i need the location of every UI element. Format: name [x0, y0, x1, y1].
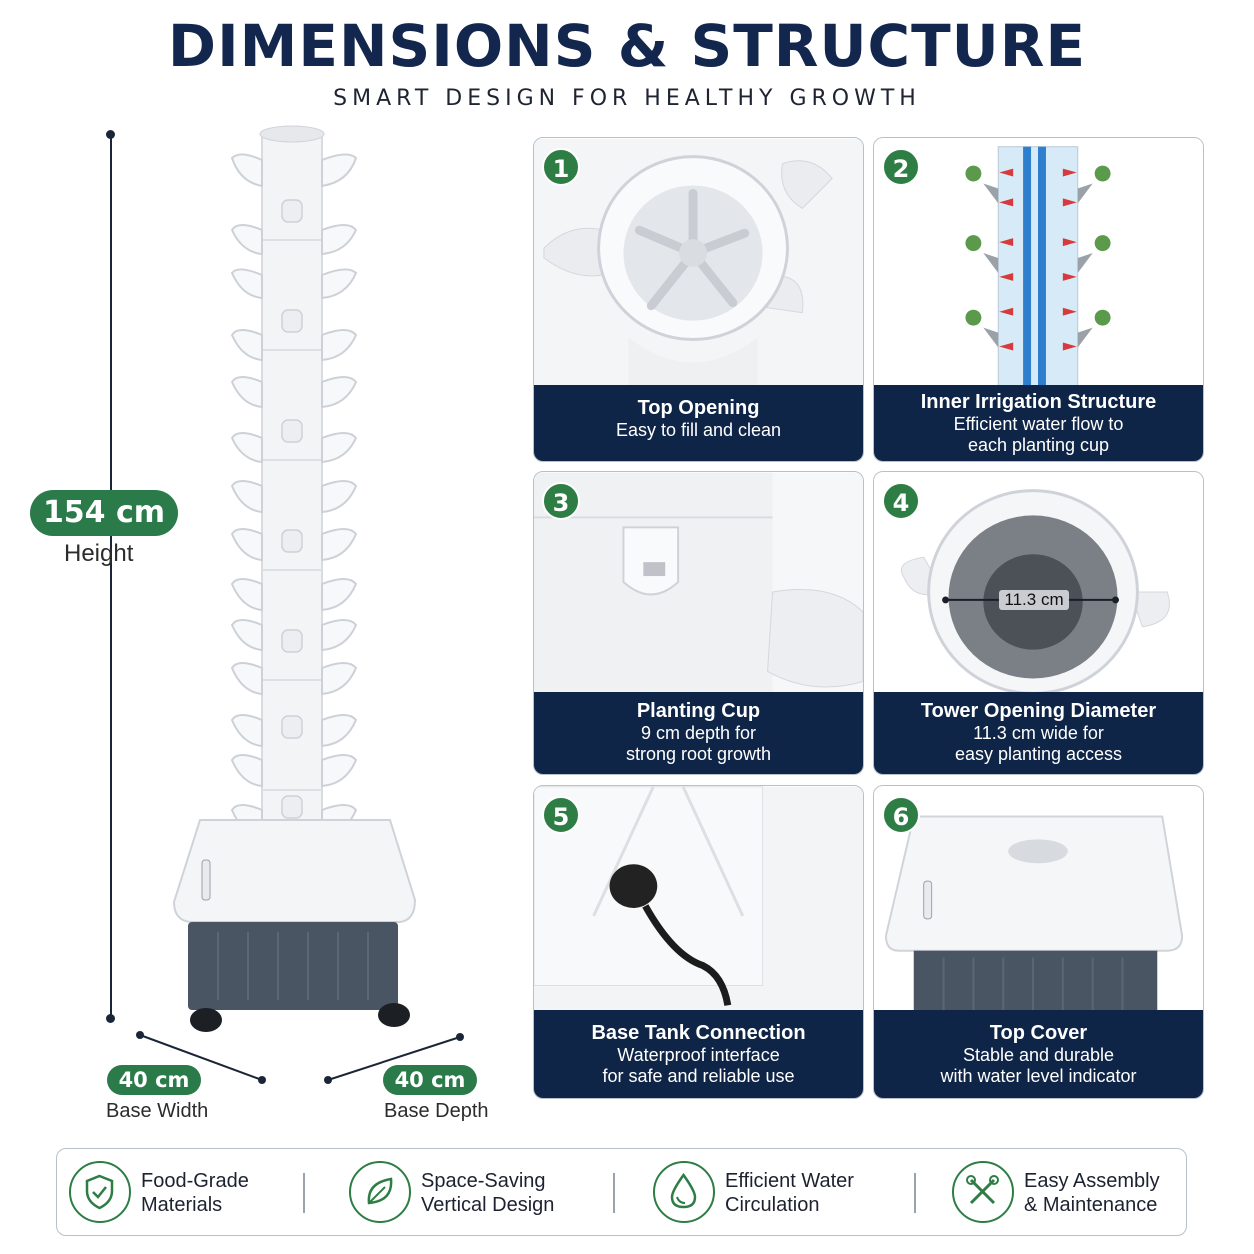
planting-cup-photo — [534, 472, 863, 702]
feature-line-2: Circulation — [725, 1194, 820, 1216]
feature-line-1: Efficient Water — [725, 1170, 854, 1192]
feature-line-1: Space-Saving — [421, 1170, 546, 1192]
base-dimension-lines — [136, 1031, 464, 1084]
card-description: Easy to fill and clean — [615, 420, 782, 440]
height-dimension-line — [110, 134, 112, 1019]
card-caption: Top Cover Stable and durable with water … — [874, 1010, 1203, 1098]
card-description-line-1: Waterproof interface — [617, 1045, 780, 1065]
card-description-line-2: strong root growth — [625, 744, 772, 764]
card-number-badge: 6 — [882, 796, 920, 834]
irrigation-diagram — [874, 138, 1203, 388]
card-number-badge: 4 — [882, 482, 920, 520]
feature-card-top-cover: 6 Top Cover Stable and durable with wate… — [873, 785, 1204, 1099]
card-description-line-1: 9 cm depth for — [640, 723, 757, 743]
height-line-bottom-dot — [106, 1014, 115, 1023]
page-title: DIMENSIONS & STRUCTURE — [167, 12, 1087, 80]
base-width-label: Base Width — [106, 1100, 209, 1122]
feature-line-2: & Maintenance — [1024, 1194, 1158, 1216]
wheel-left — [190, 1008, 222, 1032]
card-title: Tower Opening Diameter — [920, 700, 1157, 722]
card-caption: Tower Opening Diameter 11.3 cm wide for … — [874, 692, 1203, 774]
card-description-line-1: 11.3 cm wide for — [973, 723, 1104, 743]
feature-line-2: Vertical Design — [421, 1194, 555, 1216]
card-description-line-1: Efficient water flow to — [953, 414, 1124, 434]
top-cover-photo — [874, 786, 1203, 1016]
card-description-line-2: easy planting access — [954, 744, 1123, 764]
card-title: Planting Cup — [636, 700, 761, 722]
wheel-right — [378, 1003, 410, 1027]
card-caption: Top Opening Easy to fill and clean — [534, 385, 863, 461]
card-description-line-2: each planting cup — [967, 435, 1110, 455]
card-description-line-1: Stable and durable — [962, 1045, 1115, 1065]
card-caption: Base Tank Connection Waterproof interfac… — [534, 1010, 863, 1098]
base-width-badge: 40 cm — [107, 1065, 201, 1095]
divider — [914, 1173, 916, 1213]
card-title: Top Opening — [637, 397, 760, 419]
card-title: Top Cover — [989, 1022, 1088, 1044]
feature-card-top-opening: 1 Top Opening Easy to fill and clean — [533, 137, 864, 462]
card-title: Base Tank Connection — [591, 1022, 806, 1044]
feature-text: Space-Saving Vertical Design — [421, 1169, 554, 1217]
height-label: Height — [64, 540, 134, 567]
card-number-badge: 3 — [542, 482, 580, 520]
feature-card-opening-diameter: 4 11.3 cm Tower Opening Diameter 11.3 cm… — [873, 471, 1204, 775]
tower-dimensions-panel: 154 cm Height — [0, 120, 520, 1130]
card-caption: Planting Cup 9 cm depth for strong root … — [534, 692, 863, 774]
page-subtitle: SMART DESIGN FOR HEALTHY GROWTH — [333, 86, 921, 111]
feature-card-base-tank: 5 Base Tank Connection Waterproof interf… — [533, 785, 864, 1099]
base-depth-label: Base Depth — [384, 1100, 489, 1122]
feature-line-2: Materials — [141, 1194, 223, 1216]
shield-check-icon — [69, 1161, 131, 1223]
divider — [613, 1173, 615, 1213]
base-tank — [188, 922, 398, 1010]
tower-illustration — [172, 125, 417, 1032]
features-bar: Food-Grade Materials Space-Saving Vertic… — [56, 1148, 1187, 1236]
card-caption: Inner Irrigation Structure Efficient wat… — [874, 385, 1203, 461]
base-top-cover — [172, 819, 417, 923]
card-number-badge: 5 — [542, 796, 580, 834]
card-number-badge: 2 — [882, 148, 920, 186]
base-depth-badge: 40 cm — [383, 1065, 477, 1095]
divider — [303, 1173, 305, 1213]
base-tank-connection-photo — [534, 786, 863, 1016]
card-number-badge: 1 — [542, 148, 580, 186]
water-drop-icon — [653, 1161, 715, 1223]
feature-card-irrigation: 2 Inner Irrigation Structure Efficient w… — [873, 137, 1204, 462]
top-opening-photo — [534, 138, 863, 388]
feature-text: Efficient Water Circulation — [725, 1169, 854, 1217]
feature-text: Easy Assembly & Maintenance — [1024, 1169, 1160, 1217]
feature-card-planting-cup: 3 Planting Cup 9 cm depth for strong roo… — [533, 471, 864, 775]
feature-line-1: Easy Assembly — [1024, 1170, 1160, 1192]
opening-diameter-photo — [874, 472, 1203, 702]
feature-line-1: Food-Grade — [141, 1170, 249, 1192]
card-description-line-2: for safe and reliable use — [602, 1066, 795, 1086]
diameter-measure-label: 11.3 cm — [999, 590, 1069, 610]
card-description-line-2: with water level indicator — [940, 1066, 1137, 1086]
tower-column — [261, 129, 323, 876]
tools-icon — [952, 1161, 1014, 1223]
leaf-icon — [349, 1161, 411, 1223]
tower-top-rim — [259, 125, 325, 143]
height-value-badge: 154 cm — [30, 490, 178, 536]
feature-text: Food-Grade Materials — [141, 1169, 249, 1217]
card-title: Inner Irrigation Structure — [920, 391, 1157, 413]
